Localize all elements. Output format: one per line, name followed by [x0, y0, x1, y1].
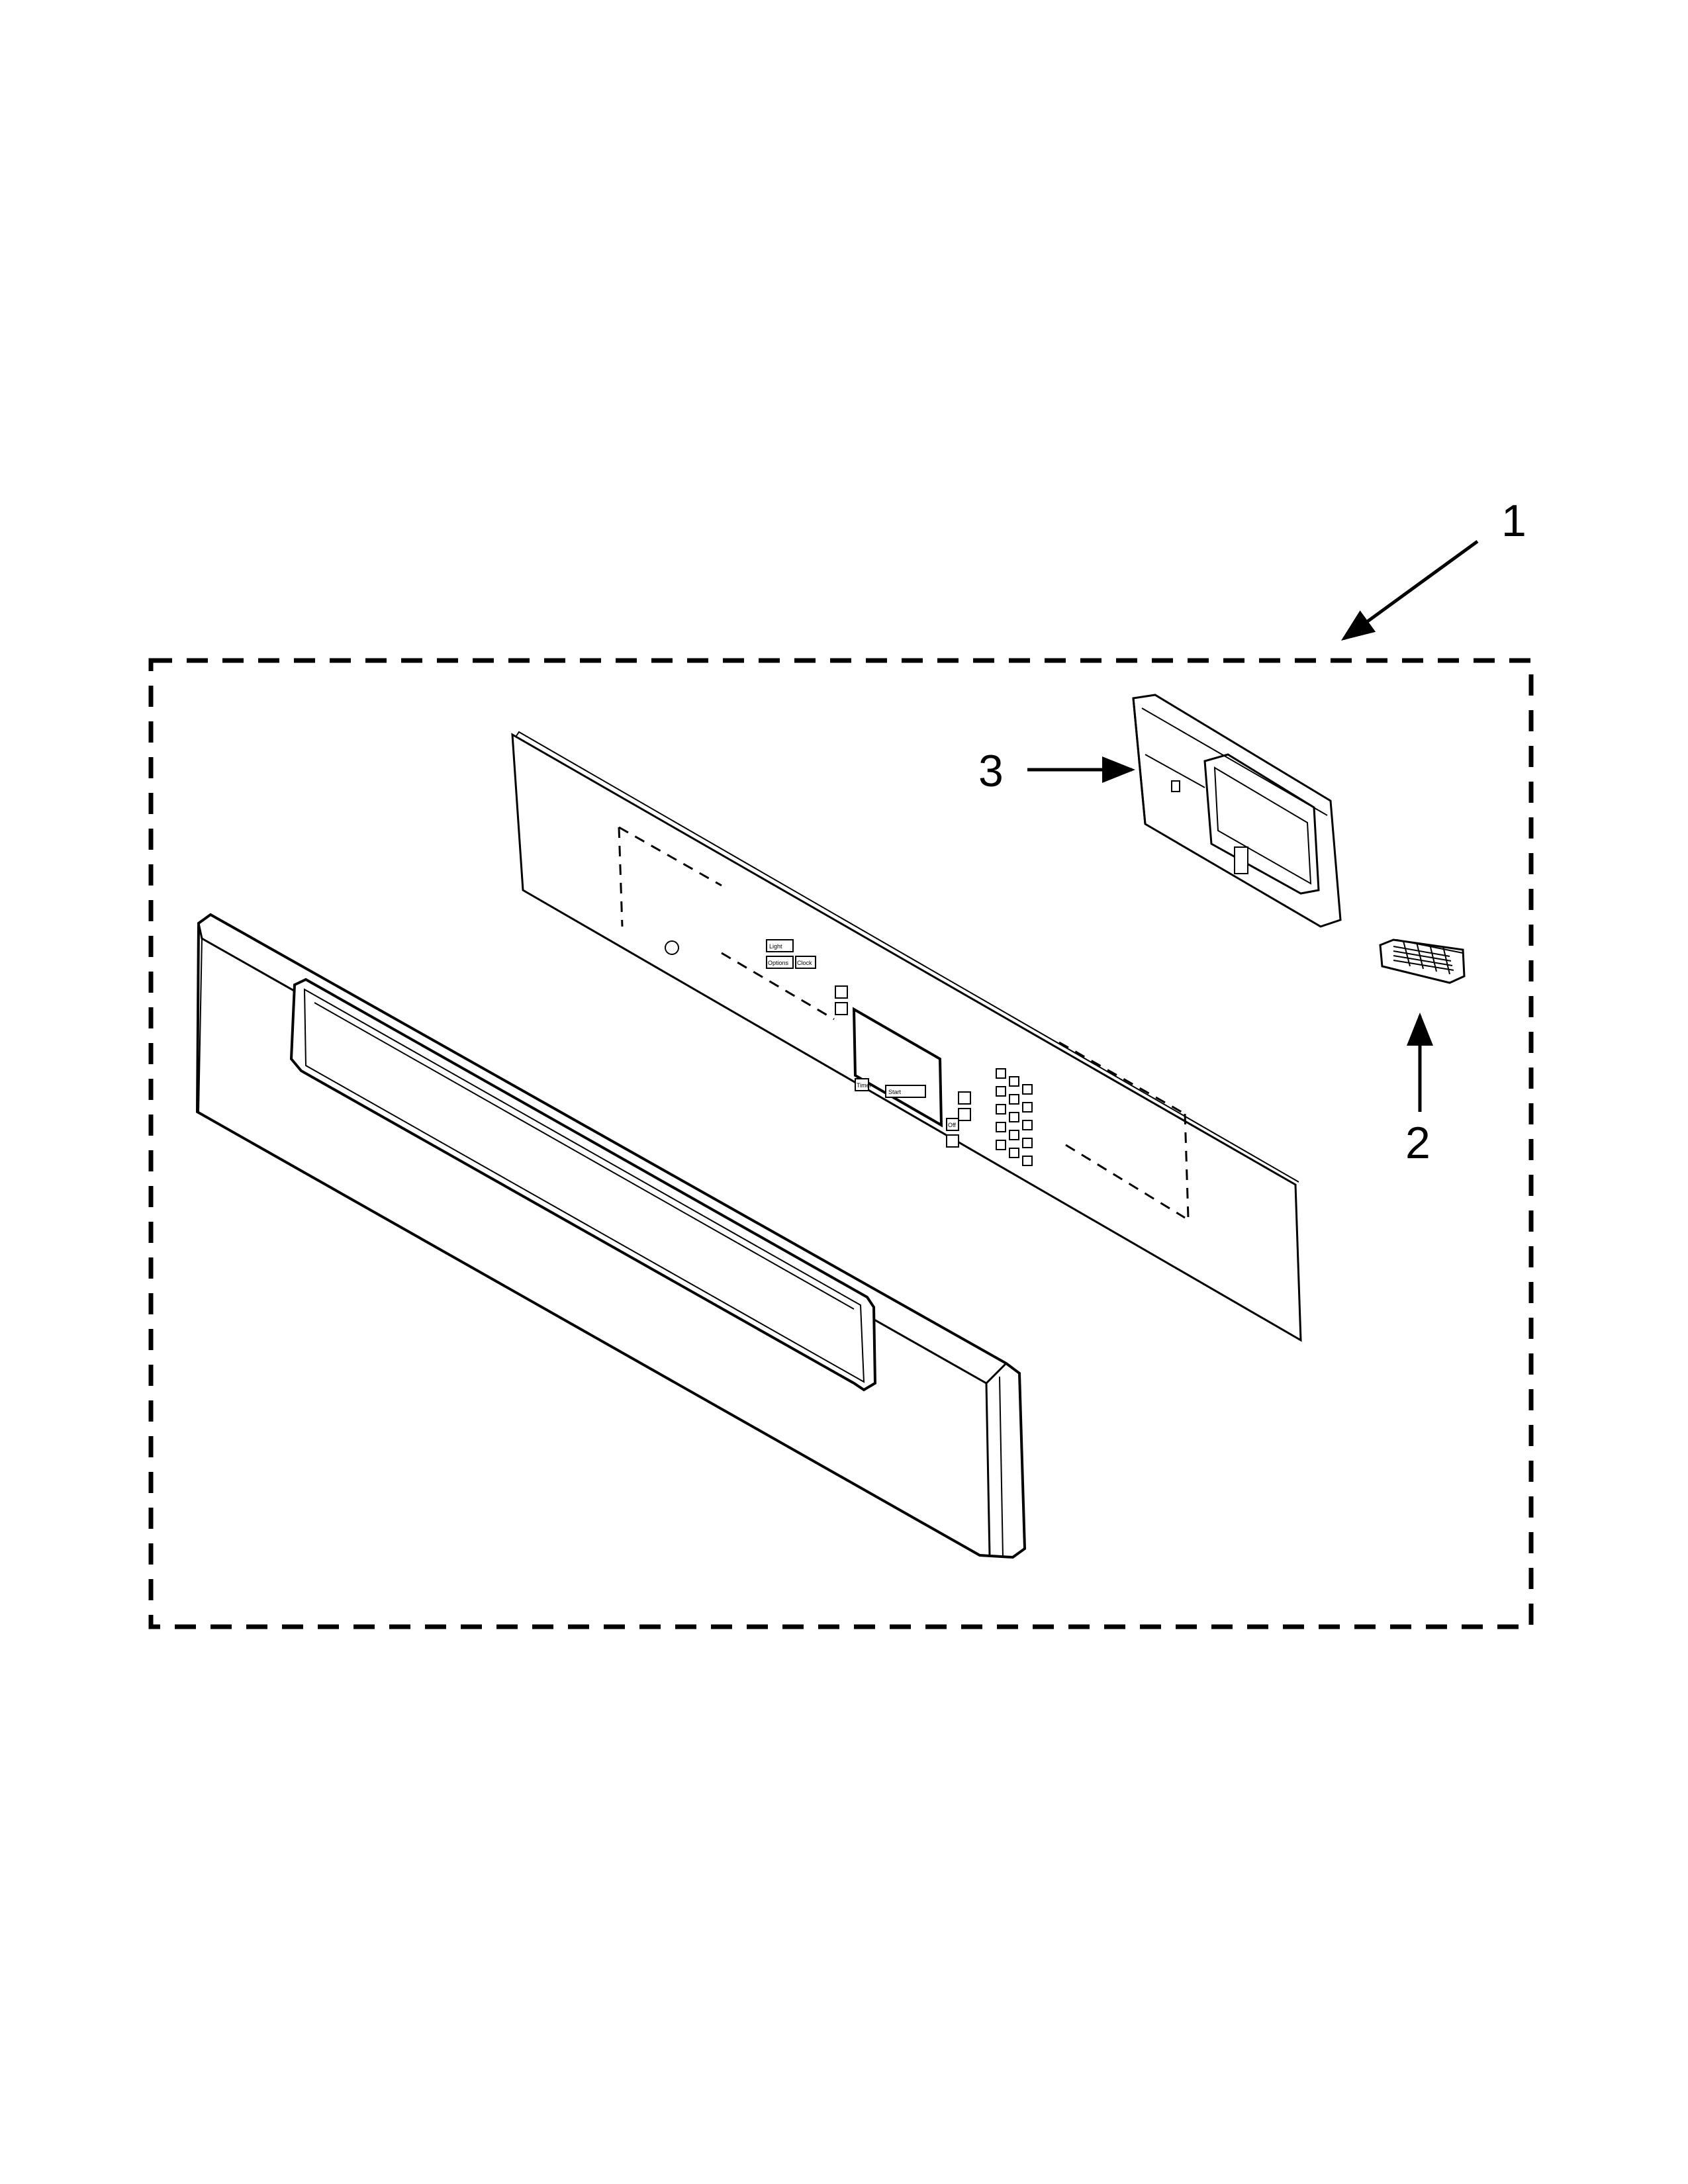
kit-boundary: [148, 658, 1534, 1629]
callout-3-label: 3: [978, 746, 1004, 796]
callout-2-label: 2: [1405, 1118, 1430, 1168]
arrow-icon: [1340, 539, 1479, 641]
panel-label-clock: Clock: [797, 960, 812, 966]
panel-label-start: Start: [888, 1089, 902, 1095]
panel-label-timer: Timer: [857, 1082, 872, 1089]
panel-label-light: Light: [769, 943, 782, 950]
panel-label-off: Off: [948, 1122, 956, 1128]
keypad: [996, 1068, 1033, 1166]
control-panel-overlay: Light Options Clock Start Timer Off: [511, 731, 1302, 1342]
callout-3: 3: [978, 746, 1135, 796]
callout-2: 2: [1405, 1013, 1433, 1168]
front-trim-panel: [195, 913, 1027, 1559]
callout-1: 1: [1340, 496, 1526, 641]
wire-harness: [1379, 938, 1466, 984]
control-bracket: [1132, 694, 1342, 928]
panel-label-options: Options: [768, 960, 789, 966]
callout-1-label: 1: [1501, 496, 1526, 546]
